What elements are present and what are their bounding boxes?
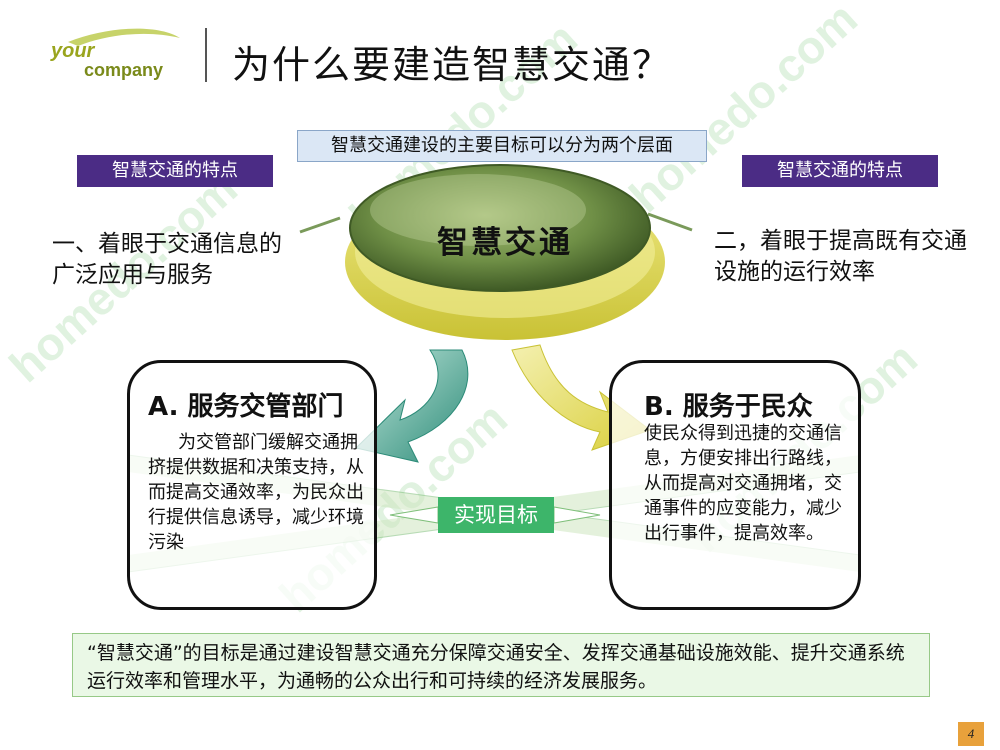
goal-box: 智慧交通建设的主要目标可以分为两个层面 xyxy=(297,130,707,162)
achieve-pointer-right xyxy=(553,506,601,524)
box-service-public: B. 服务于民众 使民众得到迅捷的交通信息，方便安排出行路线，从而提高对交通拥堵… xyxy=(609,360,861,610)
title-separator xyxy=(205,28,207,82)
box-service-traffic-dept: A. 服务交管部门 为交管部门缓解交通拥挤提供数据和决策支持，从而提高交通效率，… xyxy=(127,360,377,610)
achieve-goal-label: 实现目标 xyxy=(438,497,554,533)
box-b-title: B. 服务于民众 xyxy=(644,392,813,422)
point-left: 一、着眼于交通信息的广泛应用与服务 xyxy=(52,231,282,288)
box-a-title: A. 服务交管部门 xyxy=(148,392,344,422)
feature-label-right: 智慧交通的特点 xyxy=(742,155,938,187)
arrow-left-icon xyxy=(354,349,469,463)
logo-swoosh-icon xyxy=(68,28,180,46)
connector-right xyxy=(647,212,693,232)
ellipse-top xyxy=(349,164,651,292)
connector-left xyxy=(299,216,341,234)
page-number: 4 xyxy=(958,722,984,746)
point-right: 二，着眼于提高既有交通设施的运行效率 xyxy=(714,228,967,285)
box-a-body: 为交管部门缓解交通拥挤提供数据和决策支持，从而提高交通效率，为民众出行提供信息诱… xyxy=(148,432,364,553)
page-title: 为什么要建造智慧交通？ xyxy=(232,43,673,87)
box-b-body: 使民众得到迅捷的交通信息，方便安排出行路线，从而提高对交通拥堵，交通事件的应变能… xyxy=(644,423,842,544)
logo-text-company: company xyxy=(84,60,164,80)
feature-label-left: 智慧交通的特点 xyxy=(77,155,273,187)
logo-text-your: your xyxy=(51,40,95,62)
summary-box: “智慧交通”的目标是通过建设智慧交通充分保障交通安全、发挥交通基础设施效能、提升… xyxy=(72,633,930,697)
company-logo: your company xyxy=(48,28,188,88)
center-title: 智慧交通 xyxy=(437,225,573,261)
